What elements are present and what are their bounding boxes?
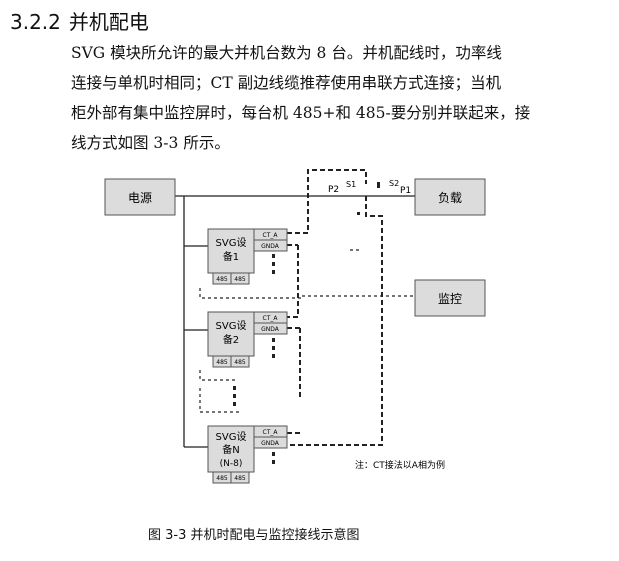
svg-text:GNDA: GNDA xyxy=(261,440,280,447)
svg-text:485: 485 xyxy=(234,276,246,283)
svg-text:GNDA: GNDA xyxy=(261,243,280,250)
svg-text:485: 485 xyxy=(216,475,228,482)
load-box xyxy=(414,178,486,216)
load-label: 负载 xyxy=(438,191,462,205)
monitor-box xyxy=(414,279,486,317)
svg-text:485: 485 xyxy=(216,359,228,366)
p2-label: P2 xyxy=(328,185,339,195)
svg-text:485: 485 xyxy=(216,276,228,283)
svg-text:485: 485 xyxy=(234,475,246,482)
section-heading: 3.2.2 并机配电 xyxy=(10,6,149,35)
svg-device-n: SVG设 备N (N-8) CT_A GNDA 485 485 xyxy=(207,425,288,484)
s1-label: S1 xyxy=(346,180,356,189)
diagram-note: 注：CT接法以A相为例 xyxy=(355,459,445,471)
p1-label: P1 xyxy=(400,186,411,196)
svg-text:CT_A: CT_A xyxy=(263,232,279,239)
monitor-label: 监控 xyxy=(438,292,462,306)
svg-text:SVG设: SVG设 xyxy=(216,320,247,332)
s2-label: S2 xyxy=(389,179,399,188)
paragraph-line: 柜外部有集中监控屏时，每台机 485+和 485-要分别并联起来，接 xyxy=(71,104,531,122)
paragraph-line: 连接与单机时相同；CT 副边线缆推荐使用串联方式连接；当机 xyxy=(71,74,502,92)
section-title: 并机配电 xyxy=(68,10,149,34)
svg-text:备N: 备N xyxy=(222,443,239,456)
figure-caption: 图 3-3 并机时配电与监控接线示意图 xyxy=(148,528,360,543)
svg-text:485: 485 xyxy=(234,359,246,366)
section-number: 3.2.2 xyxy=(10,10,61,34)
svg-text:CT_A: CT_A xyxy=(263,315,279,322)
svg-text:SVG设: SVG设 xyxy=(216,431,247,443)
power-source-box xyxy=(104,178,176,216)
svg-text:备1: 备1 xyxy=(223,250,239,263)
power-source-label: 电源 xyxy=(128,191,152,205)
svg-text:GNDA: GNDA xyxy=(261,326,280,333)
svg-text:(N-8): (N-8) xyxy=(220,459,243,469)
svg-text:SVG设: SVG设 xyxy=(216,237,247,249)
paragraph-line: SVG 模块所允许的最大并机台数为 8 台。并机配线时，功率线 xyxy=(71,44,502,62)
svg-text:备2: 备2 xyxy=(223,333,239,346)
svg-text:CT_A: CT_A xyxy=(263,429,279,436)
body-paragraph: SVG 模块所允许的最大并机台数为 8 台。并机配线时，功率线 连接与单机时相同… xyxy=(71,38,601,158)
paragraph-line: 线方式如图 3-3 所示。 xyxy=(71,134,230,152)
